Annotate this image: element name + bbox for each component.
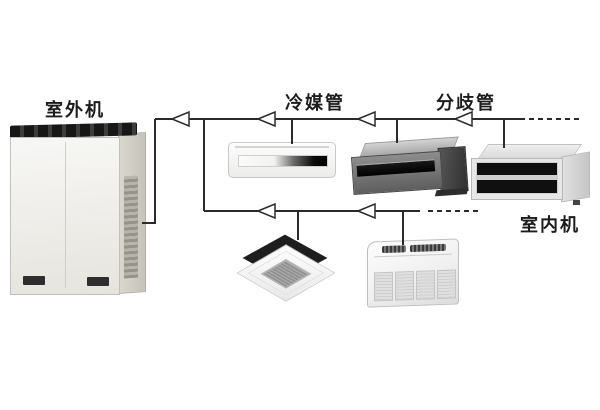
branch-pipe-label: 分歧管 (436, 93, 496, 114)
wall-mounted-unit-image (228, 142, 336, 178)
outdoor-unit-label: 室外机 (45, 100, 105, 121)
arrow-left-icon (256, 110, 276, 128)
refrigerant-pipe-label: 冷媒管 (285, 93, 345, 114)
outdoor-unit-image (8, 121, 146, 301)
outdoor-unit-foot-slot (87, 277, 109, 286)
arrow-left-icon (356, 202, 376, 220)
duct-light-foot (573, 200, 580, 205)
arrow-left-icon (170, 110, 190, 128)
indoor-unit-label: 室内机 (520, 215, 580, 236)
outdoor-unit-front-panel (10, 137, 120, 295)
arrow-left-icon (256, 202, 276, 220)
arrow-left-icon (356, 110, 376, 128)
wall-unit-inlet-line (235, 146, 329, 148)
outdoor-unit-foot-slot (23, 276, 45, 285)
duct-light-front-face (471, 158, 563, 200)
wall-unit-display-strip (238, 155, 328, 167)
outdoor-unit-panel-seam (65, 142, 66, 288)
flow-arrowheads (170, 110, 473, 220)
duct-unit-light-image (471, 144, 590, 206)
arrow-left-icon (453, 110, 473, 128)
duct-light-outlet-slat (477, 175, 557, 180)
pipe-to-outdoor-unit (142, 119, 156, 224)
duct-light-outlet-grille (476, 162, 558, 194)
